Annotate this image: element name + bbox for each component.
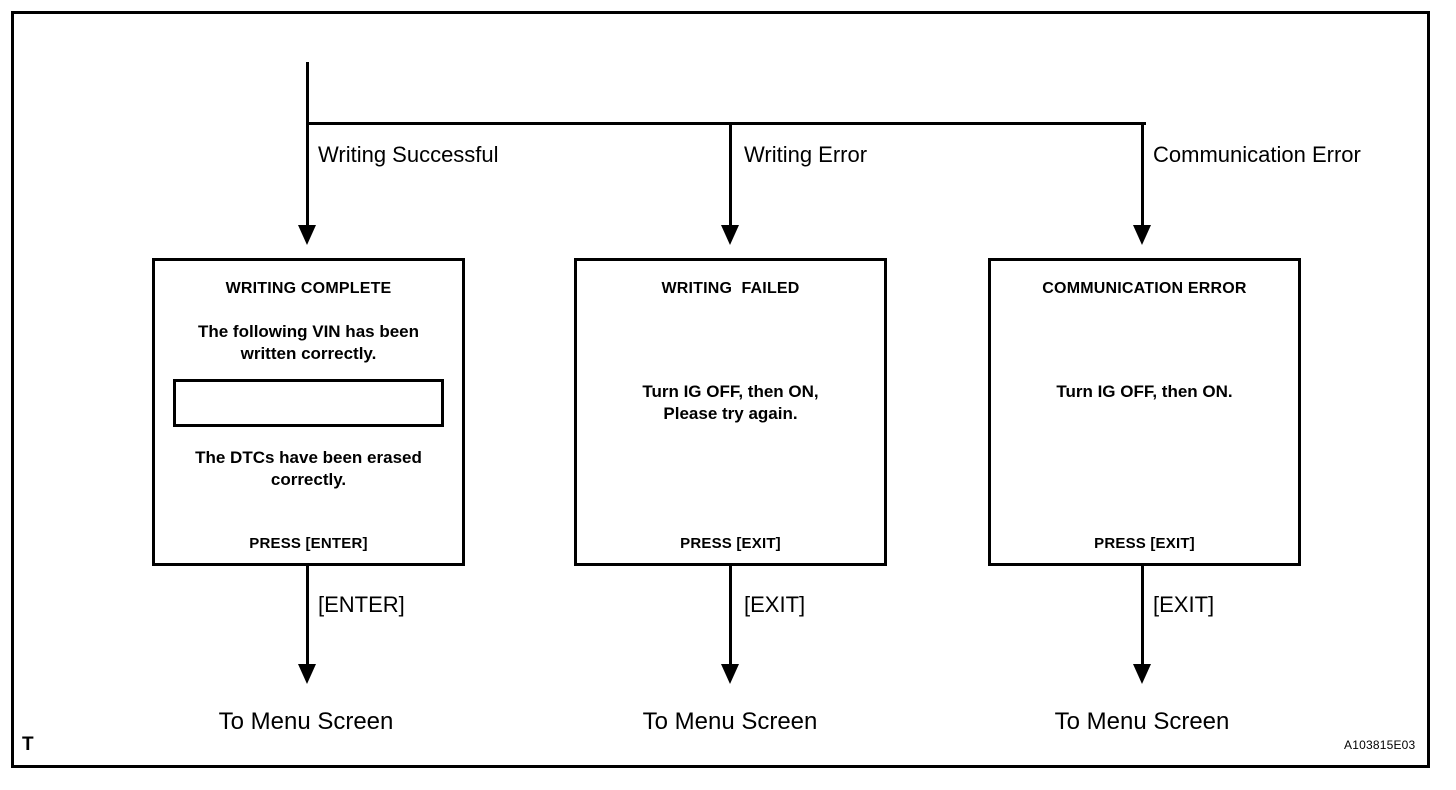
exit-key-label-enter: [ENTER] bbox=[318, 592, 405, 617]
terminal-label-menu-1: To Menu Screen bbox=[218, 708, 394, 735]
screen-1-title: WRITING COMPLETE bbox=[225, 280, 392, 297]
screen-1-prompt: PRESS [ENTER] bbox=[249, 535, 368, 552]
sheet-marker-t: T bbox=[22, 734, 34, 755]
exit-3-arrowhead bbox=[1133, 664, 1151, 684]
trunk-vertical-line bbox=[306, 62, 309, 125]
screen-2-prompt: PRESS [EXIT] bbox=[680, 535, 781, 552]
screen-2-message-line1: Turn IG OFF, then ON, bbox=[642, 382, 819, 401]
exit-1-vertical-line bbox=[306, 566, 309, 666]
branch-3-vertical-line bbox=[1141, 122, 1144, 227]
branch-2-arrowhead bbox=[721, 225, 739, 245]
branch-2-vertical-line bbox=[729, 122, 732, 227]
branch-1-arrowhead bbox=[298, 225, 316, 245]
exit-key-label-exit-2: [EXIT] bbox=[744, 592, 806, 617]
screen-1-message-bottom-line1: The DTCs have been erased bbox=[195, 448, 422, 467]
screen-2-message-line2: Please try again. bbox=[663, 404, 798, 423]
exit-1-arrowhead bbox=[298, 664, 316, 684]
branch-3-arrowhead bbox=[1133, 225, 1151, 245]
branch-label-communication-error: Communication Error bbox=[1153, 142, 1361, 167]
screen-2-title: WRITING FAILED bbox=[661, 280, 800, 297]
terminal-label-menu-3: To Menu Screen bbox=[1054, 708, 1230, 735]
screen-3-message-line1: Turn IG OFF, then ON. bbox=[1056, 382, 1233, 401]
screen-1-message-top-line1: The following VIN has been bbox=[197, 322, 420, 341]
page-border-frame bbox=[11, 11, 1430, 768]
exit-3-vertical-line bbox=[1141, 566, 1144, 666]
figure-reference-code: A103815E03 bbox=[1344, 738, 1416, 752]
branch-label-writing-error: Writing Error bbox=[744, 142, 868, 167]
screen-box-writing-complete: WRITING COMPLETE The following VIN has b… bbox=[152, 258, 465, 566]
exit-2-vertical-line bbox=[729, 566, 732, 666]
screen-3-prompt: PRESS [EXIT] bbox=[1094, 535, 1195, 552]
branch-label-writing-successful: Writing Successful bbox=[318, 142, 499, 167]
exit-2-arrowhead bbox=[721, 664, 739, 684]
branch-1-vertical-line bbox=[306, 122, 309, 227]
branch-distribution-line bbox=[306, 122, 1146, 125]
screen-box-writing-failed: WRITING FAILED Turn IG OFF, then ON, Ple… bbox=[574, 258, 887, 566]
exit-key-label-exit-3: [EXIT] bbox=[1153, 592, 1215, 617]
screen-3-title: COMMUNICATION ERROR bbox=[1042, 280, 1247, 297]
screen-1-message-top-line2: written correctly. bbox=[240, 344, 377, 363]
terminal-label-menu-2: To Menu Screen bbox=[642, 708, 818, 735]
screen-box-communication-error: COMMUNICATION ERROR Turn IG OFF, then ON… bbox=[988, 258, 1301, 566]
vin-value-field[interactable] bbox=[173, 379, 444, 427]
screen-1-message-bottom-line2: correctly. bbox=[270, 470, 347, 489]
